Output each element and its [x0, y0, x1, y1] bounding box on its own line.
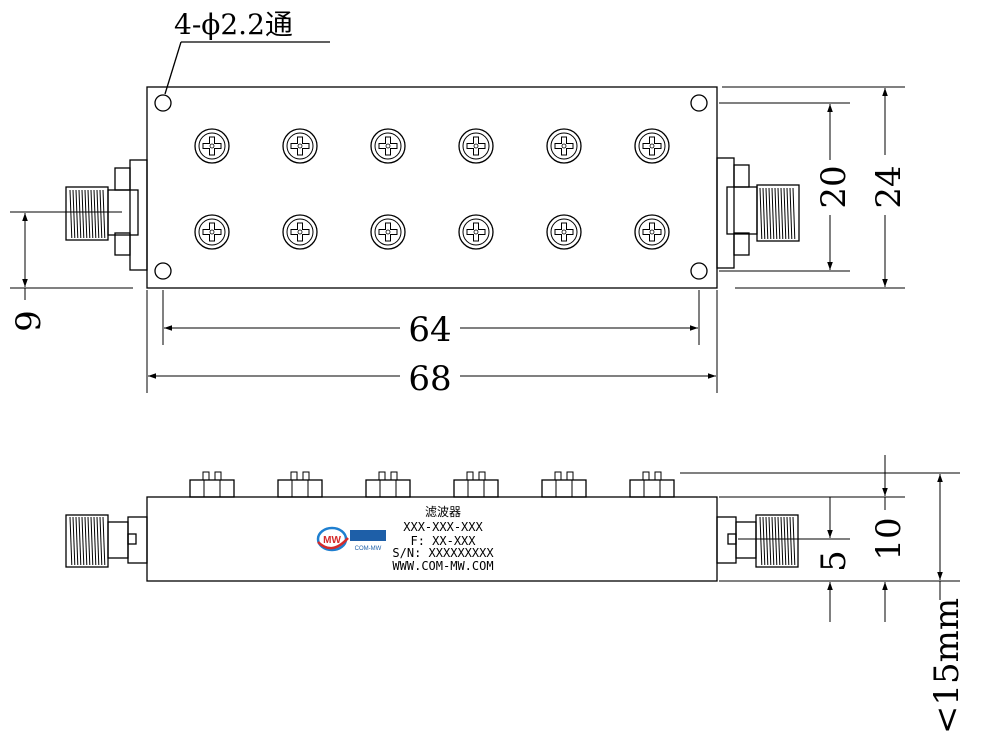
- tuning-screws: [194, 128, 670, 250]
- company-logo: MW COM-MW: [316, 526, 386, 552]
- right-connector-side: [716, 514, 799, 568]
- logo-mark: MW: [323, 535, 341, 546]
- dim-10: 10: [869, 517, 909, 560]
- side-view-dimensions: [680, 455, 960, 622]
- logo-sub: COM-MW: [355, 546, 382, 552]
- mount-hole-top-right: [690, 94, 708, 112]
- tuning-screw: [458, 214, 494, 250]
- tuning-nut: [453, 471, 499, 498]
- top-view: [65, 41, 800, 289]
- nameplate: MW COM-MW 滤波器 XXX-XXX-XXX F: XX-XXX S/N:…: [316, 505, 494, 573]
- tuning-screw: [282, 128, 318, 164]
- tuning-screw: [370, 214, 406, 250]
- tuning-nut: [277, 471, 323, 498]
- dim-64: 64: [408, 310, 451, 350]
- left-connector-top: [65, 159, 148, 271]
- tuning-screw: [546, 128, 582, 164]
- top-view-dimensions: [10, 86, 905, 393]
- tuning-screw: [194, 128, 230, 164]
- tuning-screw: [458, 128, 494, 164]
- frequency-label: F: XX-XXX: [410, 534, 476, 548]
- top-view-body: [146, 86, 718, 289]
- dim-68: 68: [408, 359, 451, 399]
- tuning-screw: [194, 214, 230, 250]
- tuning-nut: [629, 471, 675, 498]
- tuning-screw: [634, 214, 670, 250]
- tuning-screw: [546, 214, 582, 250]
- tuning-nut: [541, 471, 587, 498]
- note-holes: 4-ϕ2.2通: [174, 8, 293, 41]
- side-view: [65, 471, 799, 582]
- dim-5: 5: [814, 550, 854, 572]
- model-number: XXX-XXX-XXX: [403, 520, 483, 534]
- tuning-screw: [634, 128, 670, 164]
- dim-24: 24: [869, 165, 909, 208]
- mount-hole-bottom-left: [154, 262, 172, 280]
- product-name: 滤波器: [425, 505, 461, 519]
- tuning-screw: [370, 128, 406, 164]
- tuning-screw: [282, 214, 318, 250]
- serial-number: S/N: XXXXXXXXX: [392, 546, 494, 560]
- dim-20: 20: [814, 165, 854, 208]
- dim-15: <15mm: [927, 598, 967, 734]
- mount-hole-bottom-right: [690, 262, 708, 280]
- right-connector-top: [716, 157, 800, 269]
- website: WWW.COM-MW.COM: [392, 559, 493, 573]
- tuning-nuts: [189, 471, 675, 498]
- left-connector-side: [65, 514, 148, 568]
- tuning-nut: [365, 471, 411, 498]
- dim-9: 9: [9, 310, 49, 332]
- mount-hole-top-left: [154, 94, 172, 112]
- tuning-nut: [189, 471, 235, 498]
